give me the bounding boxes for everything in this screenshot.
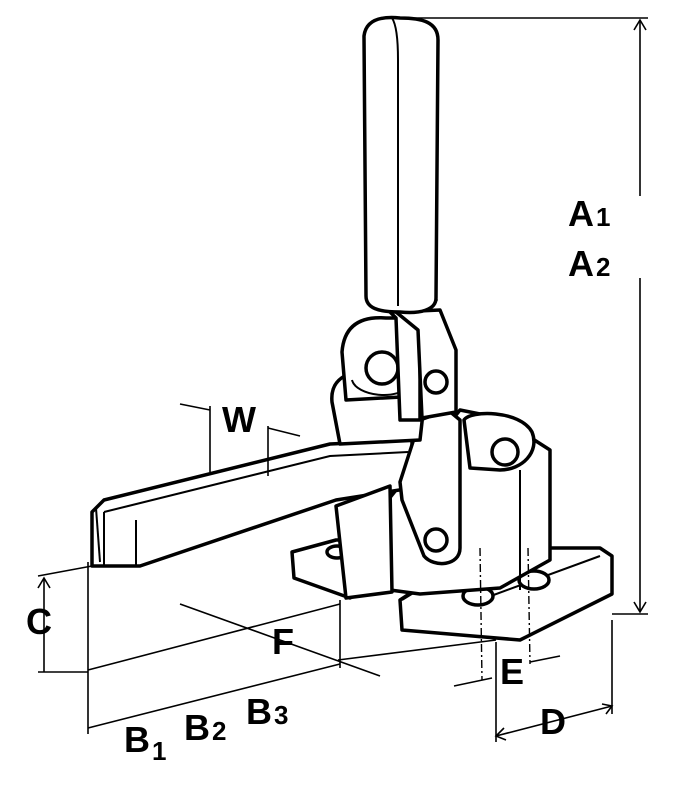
label-w: W (222, 399, 256, 440)
handle-grip (362, 15, 440, 315)
dimension-labels: A1 A2 W C F E D B1 B2 B3 (26, 193, 610, 766)
label-d: D (540, 701, 566, 742)
label-a2: A2 (568, 243, 610, 284)
label-b1: B1 (124, 719, 166, 766)
label-c: C (26, 601, 52, 642)
label-e: E (500, 651, 524, 692)
label-b3: B3 (246, 691, 288, 732)
label-a1: A1 (568, 193, 610, 234)
clamp-drawing (90, 15, 614, 642)
dimension-lines (37, 17, 648, 742)
label-b2: B2 (184, 707, 226, 748)
label-f: F (272, 621, 294, 662)
link-plate (334, 408, 462, 600)
